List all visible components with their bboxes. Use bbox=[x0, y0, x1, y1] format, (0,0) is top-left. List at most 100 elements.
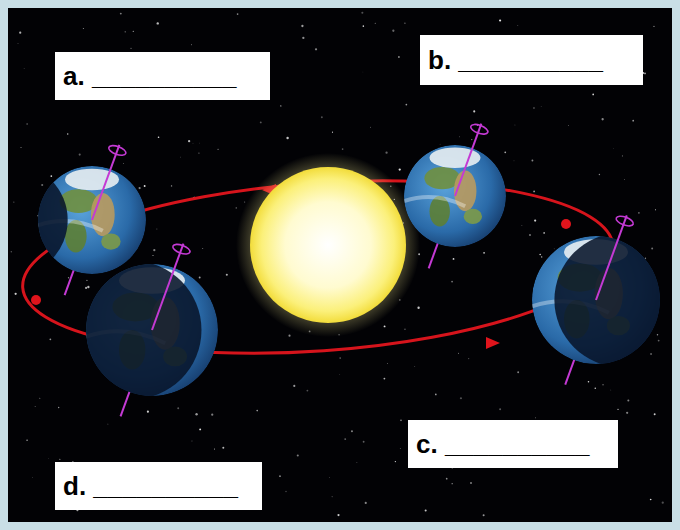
star bbox=[107, 423, 109, 425]
star bbox=[599, 174, 600, 175]
star bbox=[120, 13, 122, 15]
answer-blank: a. __________ bbox=[63, 62, 237, 91]
star bbox=[344, 438, 346, 440]
night-side bbox=[0, 163, 68, 276]
star bbox=[460, 397, 462, 399]
star bbox=[315, 48, 317, 50]
star bbox=[541, 256, 542, 257]
star bbox=[533, 107, 535, 109]
star bbox=[499, 408, 501, 410]
star bbox=[601, 118, 603, 120]
star bbox=[13, 201, 14, 202]
star bbox=[339, 374, 341, 376]
cloud bbox=[404, 197, 465, 206]
star bbox=[144, 185, 146, 187]
star bbox=[332, 132, 333, 133]
star bbox=[439, 143, 441, 145]
star bbox=[199, 142, 201, 144]
spin-indicator bbox=[469, 122, 489, 136]
star bbox=[339, 357, 341, 359]
star bbox=[626, 412, 628, 414]
earth-axis bbox=[596, 215, 627, 300]
orbit-dot bbox=[561, 219, 571, 229]
star bbox=[171, 185, 172, 186]
star bbox=[191, 44, 193, 46]
star bbox=[256, 410, 258, 412]
star bbox=[483, 514, 485, 516]
star bbox=[657, 334, 658, 335]
star bbox=[49, 338, 51, 340]
earth-body bbox=[63, 261, 218, 400]
star bbox=[553, 248, 555, 250]
star bbox=[399, 168, 401, 170]
star bbox=[654, 413, 656, 415]
star bbox=[405, 104, 407, 106]
star bbox=[622, 155, 623, 156]
star bbox=[592, 94, 594, 96]
star bbox=[293, 385, 295, 387]
answer-blank: b. __________ bbox=[428, 46, 603, 75]
star bbox=[177, 407, 179, 409]
star bbox=[188, 140, 190, 142]
star bbox=[533, 191, 535, 193]
star bbox=[285, 491, 286, 492]
star bbox=[458, 136, 460, 138]
star bbox=[540, 106, 542, 108]
star bbox=[198, 152, 199, 153]
star bbox=[644, 73, 646, 75]
landmass bbox=[430, 148, 481, 168]
star bbox=[363, 441, 365, 443]
star bbox=[331, 496, 333, 498]
star bbox=[361, 12, 363, 14]
earth-axis bbox=[455, 124, 481, 196]
star bbox=[451, 281, 453, 283]
star bbox=[50, 175, 52, 177]
star bbox=[125, 31, 126, 32]
earth bbox=[404, 122, 506, 268]
star bbox=[82, 27, 84, 29]
star bbox=[384, 325, 386, 327]
star bbox=[214, 449, 215, 450]
star bbox=[192, 142, 194, 144]
night-side bbox=[63, 261, 202, 400]
star bbox=[375, 23, 376, 24]
earth-body bbox=[532, 233, 680, 367]
star bbox=[59, 459, 60, 460]
spin-indicator bbox=[107, 144, 127, 158]
star bbox=[237, 13, 239, 15]
star bbox=[153, 249, 155, 251]
earth-axis bbox=[92, 145, 119, 220]
star bbox=[483, 252, 485, 254]
star bbox=[123, 163, 125, 165]
star bbox=[202, 248, 204, 250]
star bbox=[280, 105, 281, 106]
star bbox=[517, 371, 519, 373]
answer-blank: c. __________ bbox=[416, 430, 590, 459]
star bbox=[23, 67, 25, 69]
landmass bbox=[464, 209, 482, 224]
star bbox=[617, 409, 618, 410]
star bbox=[17, 42, 19, 44]
star bbox=[602, 384, 604, 386]
star bbox=[627, 399, 629, 401]
star bbox=[404, 328, 406, 330]
star bbox=[594, 387, 596, 389]
star bbox=[244, 201, 245, 202]
star bbox=[32, 476, 34, 478]
star bbox=[398, 56, 400, 58]
star bbox=[199, 428, 201, 430]
star bbox=[369, 126, 371, 128]
earth bbox=[532, 214, 680, 384]
star bbox=[226, 274, 228, 276]
star bbox=[452, 483, 453, 484]
star bbox=[385, 152, 387, 154]
orbit-dot bbox=[31, 295, 41, 305]
star bbox=[662, 502, 664, 504]
star bbox=[11, 251, 12, 252]
star bbox=[67, 133, 68, 134]
star bbox=[543, 232, 545, 234]
star bbox=[86, 280, 87, 281]
star bbox=[68, 277, 69, 278]
star bbox=[529, 234, 531, 236]
